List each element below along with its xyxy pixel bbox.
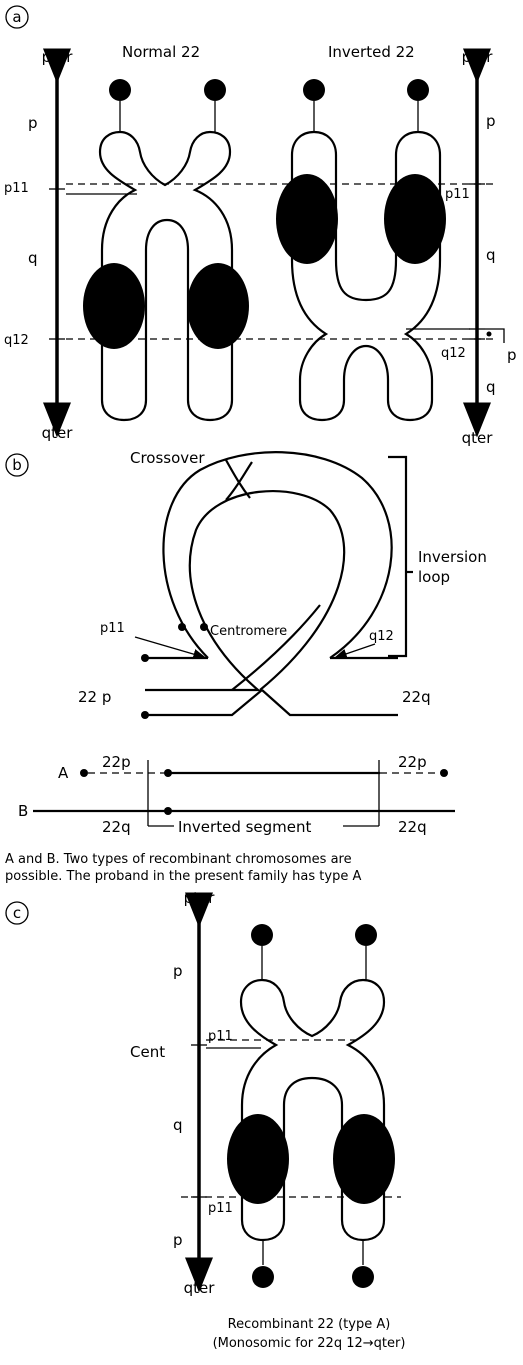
recombinant-22-chromosome bbox=[227, 924, 395, 1288]
left-axis-qter: qter bbox=[42, 424, 74, 442]
panel-c-marker bbox=[5, 901, 29, 925]
c-right-top-satellite bbox=[355, 924, 377, 946]
c-p11-upper: p11 bbox=[208, 1029, 233, 1044]
panel-b-marker bbox=[5, 453, 29, 477]
inverted-right-satellite bbox=[407, 79, 429, 101]
right-axis-q-lower: q bbox=[486, 378, 496, 396]
centromere-label: Centromere bbox=[210, 624, 287, 639]
b-22p-label: 22 p bbox=[78, 688, 111, 706]
inversion-loop-outer bbox=[162, 451, 393, 659]
left-axis-q: q bbox=[28, 249, 38, 267]
c-pter: pter bbox=[184, 889, 216, 907]
inversion-label: Inversion bbox=[418, 548, 487, 566]
normal-left-satellite bbox=[109, 79, 131, 101]
recombinant-a-label: A bbox=[58, 764, 69, 782]
c-right-centromere-blob bbox=[333, 1114, 395, 1204]
b-q12-label: q12 bbox=[369, 629, 394, 644]
recombinant-22-outline bbox=[239, 978, 386, 1242]
inverted-left-satellite bbox=[303, 79, 325, 101]
side-p-bracket bbox=[485, 328, 505, 343]
left-end-dot-lower bbox=[141, 711, 149, 719]
right-axis-p: p bbox=[486, 112, 496, 130]
c-left-centromere-blob bbox=[227, 1114, 289, 1204]
inverted-22-chromosome bbox=[276, 79, 446, 422]
left-axis-q12: q12 bbox=[4, 333, 29, 348]
panel-c: c pter p p11 Cent q p11 p qter Recombina… bbox=[5, 889, 406, 1351]
left-axis-p11: p11 bbox=[4, 181, 29, 196]
caption-line-1: A and B. Two types of recombinant chromo… bbox=[5, 852, 352, 867]
normal-22-chromosome bbox=[83, 79, 249, 422]
right-axis-q: q bbox=[486, 246, 496, 264]
c-left-top-satellite bbox=[251, 924, 273, 946]
normal-22-outline bbox=[98, 130, 234, 422]
panel-b-letter: b bbox=[12, 456, 22, 474]
inversion-loop-bracket bbox=[388, 455, 408, 658]
c-right-bottom-satellite bbox=[352, 1266, 374, 1288]
c-left-bottom-satellite bbox=[252, 1266, 274, 1288]
b-q12-arrow bbox=[333, 643, 376, 659]
a-right-end-dot bbox=[440, 769, 448, 777]
right-axis-side-p: p bbox=[507, 346, 517, 364]
caption-line-2: possible. The proband in the present fam… bbox=[5, 869, 361, 884]
b-left-22q: 22q bbox=[102, 818, 131, 836]
inverted-segment-label: Inverted segment bbox=[178, 818, 312, 836]
crossover-x bbox=[225, 459, 253, 501]
inversion-loop-inner bbox=[145, 490, 346, 692]
panel-c-letter: c bbox=[13, 904, 21, 922]
recombinant-schematic: A 22p 22p B Inverted segment 22q 22q bbox=[18, 753, 455, 836]
right-axis-p11: p11 bbox=[445, 187, 470, 202]
a-centromere-dot bbox=[164, 769, 172, 777]
c-p-lower: p bbox=[173, 1231, 183, 1249]
crossing-lower-strand bbox=[261, 689, 398, 717]
inverted-right-centromere-blob bbox=[384, 174, 446, 264]
a-left-22p: 22p bbox=[102, 753, 131, 771]
centromere-dot bbox=[200, 623, 208, 631]
c-p-upper: p bbox=[173, 962, 183, 980]
c-qter: qter bbox=[184, 1279, 216, 1297]
b-right-22q: 22q bbox=[398, 818, 427, 836]
b-p11-arrow bbox=[134, 636, 207, 660]
panel-b: b Crossover Centromere p11 q12 22 p 22q … bbox=[5, 449, 487, 884]
right-axis-qter: qter bbox=[462, 429, 494, 447]
c-q: q bbox=[173, 1116, 183, 1134]
c-caption-line-1: Recombinant 22 (type A) bbox=[228, 1317, 391, 1332]
left-end-dot-upper bbox=[141, 654, 149, 662]
a-left-end-dot bbox=[80, 769, 88, 777]
b-22q-label: 22q bbox=[402, 688, 431, 706]
c-caption-line-2: (Monosomic for 22q 12→qter) bbox=[213, 1336, 406, 1351]
normal-right-satellite bbox=[204, 79, 226, 101]
c-cent: Cent bbox=[130, 1043, 165, 1061]
right-axis-q12: q12 bbox=[441, 346, 466, 361]
left-axis-pter: pter bbox=[42, 48, 74, 66]
inverted-left-centromere-blob bbox=[276, 174, 338, 264]
panel-a: a Normal 22 Inverted 22 pter p p11 q q12… bbox=[4, 5, 517, 447]
side-p-dot bbox=[486, 331, 492, 337]
loop-label: loop bbox=[418, 568, 450, 586]
p11-dot bbox=[178, 623, 186, 631]
panel-a-letter: a bbox=[12, 8, 21, 26]
panel-a-marker bbox=[5, 5, 29, 29]
b-centromere-dot bbox=[164, 807, 172, 815]
crossover-label: Crossover bbox=[130, 449, 205, 467]
a-right-22p: 22p bbox=[398, 753, 427, 771]
recombinant-b-label: B bbox=[18, 802, 28, 820]
normal-left-centromere-blob bbox=[83, 263, 145, 349]
c-p11-lower: p11 bbox=[208, 1201, 233, 1216]
crossing-lower-left bbox=[145, 689, 263, 717]
normal-right-centromere-blob bbox=[187, 263, 249, 349]
inverted-22-outline bbox=[290, 130, 442, 422]
normal-22-title: Normal 22 bbox=[122, 43, 200, 61]
b-p11-label: p11 bbox=[100, 621, 125, 636]
inverted-22-title: Inverted 22 bbox=[328, 43, 415, 61]
right-axis-pter: pter bbox=[462, 48, 494, 66]
inversion-loop-inner-right bbox=[231, 604, 321, 691]
left-axis-p: p bbox=[28, 114, 38, 132]
